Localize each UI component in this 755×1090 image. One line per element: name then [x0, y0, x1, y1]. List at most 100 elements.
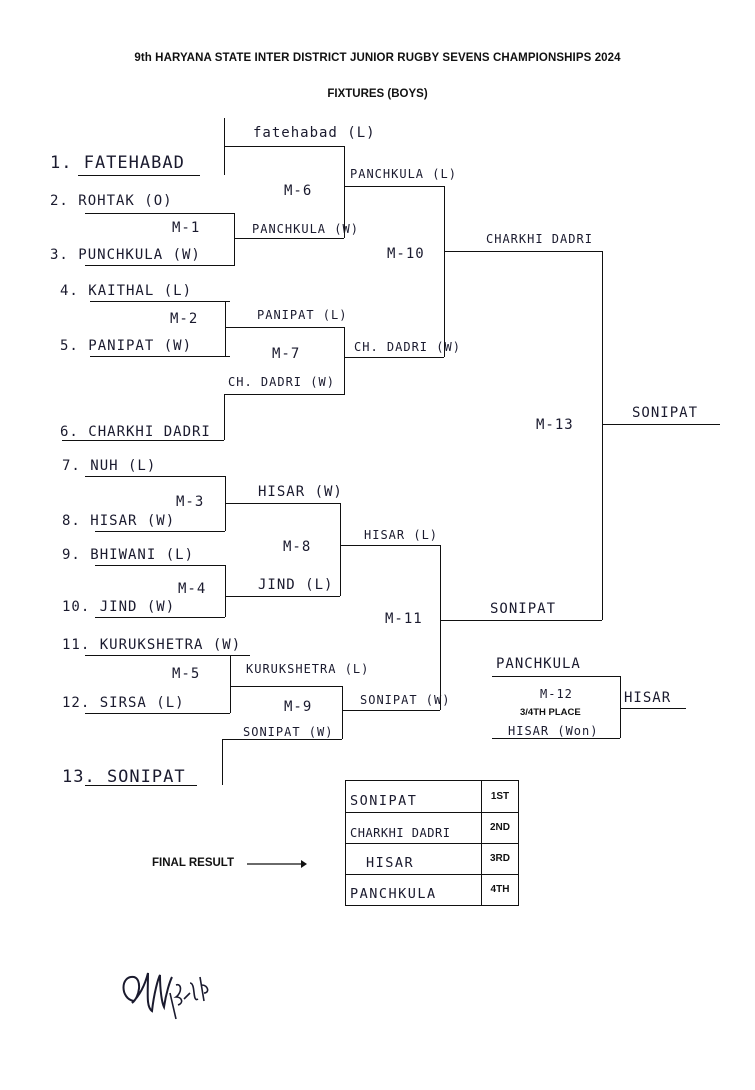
page-title: 9th HARYANA STATE INTER DISTRICT JUNIOR …: [134, 52, 621, 64]
line: [344, 186, 444, 188]
result-name: CHARKHI DADRI: [350, 826, 451, 840]
r3-hisar: HISAR (L): [364, 528, 439, 542]
match-m6: M-6: [284, 183, 313, 199]
team-6: 6. CHARKHI DADRI: [60, 424, 211, 440]
line: [620, 708, 686, 710]
r2-panipat: PANIPAT (L): [257, 308, 348, 322]
third-team-a: PANCHKULA: [496, 656, 581, 672]
line: [344, 357, 444, 359]
line: [620, 676, 622, 738]
line: [62, 440, 224, 442]
team-2: 2. ROHTAK (O): [50, 193, 173, 209]
result-row: SONIPAT 1ST: [346, 781, 518, 813]
line: [234, 238, 344, 240]
team-8: 8. HISAR (W): [62, 513, 176, 529]
line: [344, 146, 346, 238]
line: [78, 175, 200, 177]
line: [230, 655, 232, 713]
result-name: SONIPAT: [350, 793, 418, 809]
line: [85, 265, 235, 267]
line: [602, 251, 604, 620]
match-m10: M-10: [387, 246, 425, 262]
semi-charkhi-dadri: CHARKHI DADRI: [486, 232, 593, 246]
page-subtitle: FIXTURES (BOYS): [327, 88, 428, 100]
arrow-right-icon: [247, 860, 307, 868]
r2-panchkula: PANCHKULA (W): [252, 222, 359, 236]
line: [90, 301, 230, 303]
final-winner: SONIPAT: [632, 405, 699, 421]
team-4: 4. KAITHAL (L): [60, 283, 193, 299]
result-table: SONIPAT 1ST CHARKHI DADRI 2ND HISAR 3RD …: [345, 780, 519, 906]
match-m12: M-12: [540, 687, 573, 701]
result-row: CHARKHI DADRI 2ND: [346, 812, 518, 844]
team-13: 13. SONIPAT: [62, 767, 186, 787]
line: [340, 545, 440, 547]
line: [342, 710, 440, 712]
line: [340, 503, 342, 596]
result-pos: 1ST: [481, 781, 518, 812]
r2-hisar: HISAR (W): [258, 484, 343, 500]
result-row: PANCHKULA 4TH: [346, 874, 518, 905]
team-3: 3. PUNCHKULA (W): [50, 247, 201, 263]
team-10: 10. JIND (W): [62, 599, 176, 615]
line: [224, 146, 344, 148]
line: [230, 686, 342, 688]
team-12: 12. SIRSA (L): [62, 695, 185, 711]
line: [225, 301, 227, 356]
line: [344, 327, 346, 394]
line: [444, 251, 602, 253]
third-team-b: HISAR (Won): [508, 724, 599, 738]
result-name: HISAR: [366, 855, 415, 871]
line: [222, 739, 224, 785]
r2-fatehabad: fatehabad (L): [253, 125, 376, 141]
line: [492, 738, 620, 740]
r2-jind: JIND (L): [258, 577, 334, 593]
match-m1: M-1: [172, 220, 201, 236]
line: [440, 545, 442, 710]
match-m11: M-11: [385, 611, 423, 627]
r3-sonipat: SONIPAT (W): [360, 693, 451, 707]
line: [602, 424, 720, 426]
r3-panchkula: PANCHKULA (L): [350, 167, 457, 181]
match-m4: M-4: [178, 581, 207, 597]
r2-kurukshetra: KURUKSHETRA (L): [246, 662, 370, 676]
team-7: 7. NUH (L): [62, 458, 157, 474]
result-name: PANCHKULA: [350, 886, 437, 902]
r2-ch-dadri: CH. DADRI (W): [228, 375, 335, 389]
final-result-label: FINAL RESULT: [152, 857, 234, 869]
r3-ch-dadri: CH. DADRI (W): [354, 340, 461, 354]
match-m2: M-2: [170, 311, 199, 327]
line: [85, 655, 250, 657]
third-place-label: 3/4TH PLACE: [520, 707, 581, 718]
line: [95, 565, 225, 567]
line: [342, 686, 344, 739]
line: [225, 327, 345, 329]
result-row: HISAR 3RD: [346, 843, 518, 875]
line: [225, 503, 340, 505]
line: [444, 186, 446, 357]
line: [85, 713, 230, 715]
third-winner: HISAR: [624, 690, 672, 706]
line: [225, 596, 340, 598]
line: [95, 617, 225, 619]
team-9: 9. BHIWANI (L): [62, 547, 195, 563]
line: [224, 394, 345, 396]
line: [440, 620, 602, 622]
line: [90, 356, 230, 358]
line: [85, 476, 225, 478]
line: [85, 785, 197, 787]
match-m8: M-8: [283, 539, 312, 555]
line: [95, 531, 225, 533]
team-11: 11. KURUKSHETRA (W): [62, 637, 242, 653]
team-5: 5. PANIPAT (W): [60, 338, 193, 354]
line: [222, 739, 342, 741]
match-m9: M-9: [284, 699, 313, 715]
line: [224, 394, 226, 440]
line: [492, 676, 620, 678]
result-pos: 4TH: [481, 874, 518, 905]
semi-sonipat: SONIPAT: [490, 601, 557, 617]
signature: [122, 972, 209, 1020]
line: [85, 213, 235, 215]
result-pos: 3RD: [481, 843, 518, 874]
match-m3: M-3: [176, 494, 205, 510]
